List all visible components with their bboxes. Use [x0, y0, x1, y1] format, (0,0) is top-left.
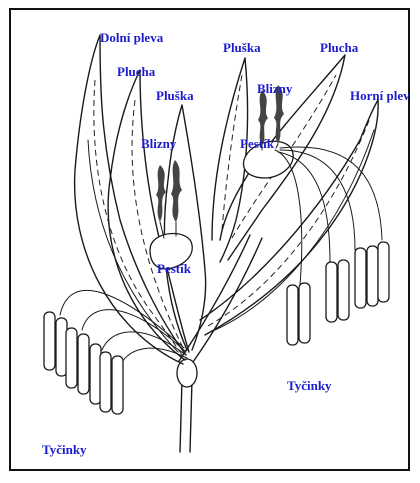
label-dolni-pleva: Dolní pleva: [100, 30, 164, 45]
pistil-right: [244, 85, 294, 178]
label-pestik-left: Pestík: [157, 261, 192, 276]
palea-right: [212, 58, 248, 262]
label-pluska-left: Pluška: [156, 88, 194, 103]
anthers-right: [287, 242, 389, 345]
label-blizny-left: Blizny: [141, 136, 177, 151]
pistil-left: [150, 160, 192, 269]
label-plucha-left: Plucha: [117, 64, 156, 79]
label-horni-pleva: Horní plev: [350, 88, 410, 103]
filaments: [60, 147, 382, 362]
label-tycinky-left: Tyčinky: [42, 442, 87, 457]
label-plucha-right: Plucha: [320, 40, 359, 55]
anthers-left: [44, 312, 123, 414]
label-tycinky-right: Tyčinky: [287, 378, 332, 393]
label-pluska-top: Pluška: [223, 40, 261, 55]
label-pestik-right: Pestík: [240, 136, 275, 151]
label-blizny-right: Blizny: [257, 81, 293, 96]
